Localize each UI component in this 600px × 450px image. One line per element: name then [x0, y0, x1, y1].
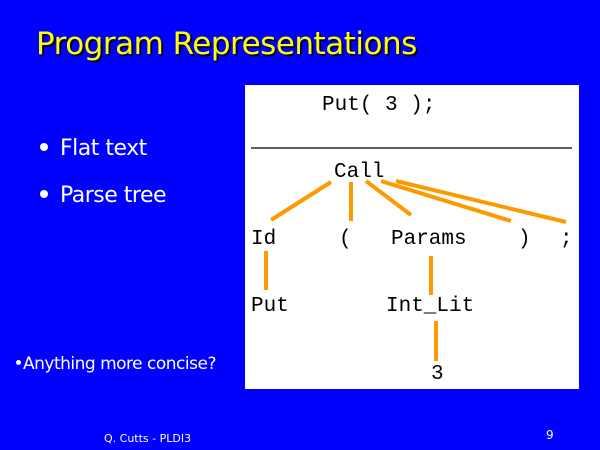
- edge-call-params: [364, 179, 413, 217]
- slide-title: Program Representations: [36, 26, 417, 62]
- node-put: Put: [251, 295, 289, 318]
- node-int-lit: Int_Lit: [386, 295, 474, 318]
- bullet-flat-text: Flat text: [40, 136, 147, 161]
- parse-tree-diagram: Put( 3 ); Call Id ( Params ) ; Put Int_L…: [251, 94, 573, 386]
- bullet-label: Flat text: [60, 136, 147, 161]
- bullet-dot-icon: [40, 143, 48, 151]
- edge-call-rparen: [380, 179, 512, 223]
- footer-author: Q. Cutts - PLDI3: [104, 432, 192, 445]
- node-params: Params: [391, 228, 467, 251]
- node-id: Id: [251, 228, 276, 251]
- question-bullet: Anything more concise?: [16, 354, 216, 374]
- bullet-dot-icon: [40, 190, 48, 198]
- bullet-dot-icon: [16, 359, 21, 365]
- node-lparen: (: [339, 228, 352, 251]
- edge-call-id: [269, 180, 333, 222]
- parse-tree-panel: Put( 3 ); Call Id ( Params ) ; Put Int_L…: [245, 85, 579, 389]
- question-text: Anything more concise?: [23, 354, 216, 374]
- node-call: Call: [334, 161, 384, 184]
- source-code: Put( 3 );: [322, 94, 435, 117]
- edge-call-semicolon: [395, 179, 567, 224]
- bullet-parse-tree: Parse tree: [40, 183, 167, 208]
- node-rparen: ): [518, 228, 531, 251]
- node-semicolon: ;: [560, 228, 573, 251]
- bullet-label: Parse tree: [60, 183, 167, 208]
- node-three: 3: [431, 363, 444, 386]
- page-number: 9: [546, 428, 554, 442]
